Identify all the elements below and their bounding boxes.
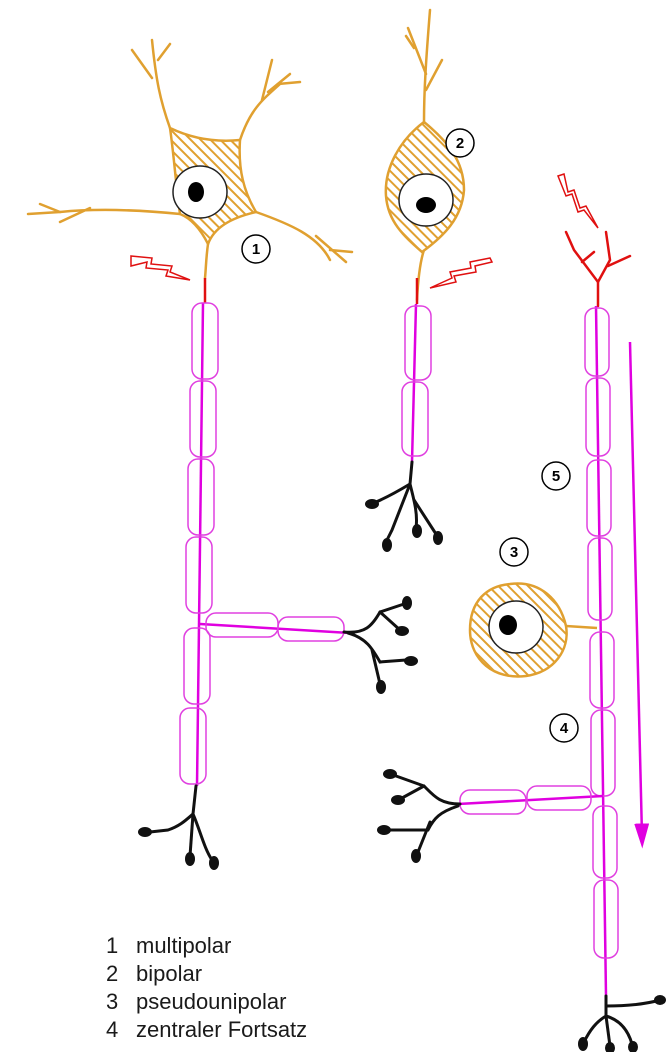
multipolar-axon (195, 302, 205, 787)
bipolar-stimulus-lightning-icon (429, 257, 494, 289)
pseudounipolar-central-boutons (377, 769, 421, 863)
legend: 1 multipolar 2 bipolar 3 pseudounipolar 4 ze… (106, 932, 307, 1044)
marker-1: 1 (241, 234, 271, 264)
multipolar-dendrites (26, 38, 354, 280)
multipolar-collateral-terminal (342, 602, 408, 686)
marker-5-label: 5 (552, 468, 560, 485)
downward-arrow-icon (628, 341, 650, 849)
bipolar-axon (410, 303, 418, 463)
pseudounipolar-nucleolus (499, 615, 517, 635)
bipolar-nucleolus (416, 197, 436, 213)
marker-3-label: 3 (510, 544, 518, 561)
marker-2-label: 2 (456, 135, 464, 152)
bipolar-dendrites (404, 8, 444, 302)
marker-1-label: 1 (252, 241, 260, 258)
multipolar-collateral-axon (199, 622, 351, 635)
marker-5: 5 (541, 461, 571, 491)
pseudounipolar-axon (594, 305, 608, 997)
multipolar-collateral-boutons (376, 596, 418, 694)
legend-number: 1 (106, 933, 119, 958)
legend-label: bipolar (136, 961, 203, 986)
marker-4: 4 (549, 713, 579, 743)
multipolar-stimulus-lightning-icon (130, 255, 191, 281)
legend-number: 3 (106, 989, 119, 1014)
legend-label: zentraler Fortsatz (136, 1017, 308, 1042)
bipolar-neuron: 2 (365, 8, 494, 552)
multipolar-nucleolus (188, 182, 204, 202)
bipolar-axon-terminal (374, 460, 438, 544)
pseudounipolar-neuron: 3 4 5 (377, 173, 666, 1052)
bipolar-myelin-sheath (401, 305, 432, 457)
legend-item: 1 multipolar (106, 932, 307, 960)
marker-3: 3 (499, 537, 529, 567)
legend-item: 3 pseudounipolar (106, 988, 307, 1016)
pseudounipolar-terminal-boutons (578, 995, 666, 1052)
pseudounipolar-stimulus-lightning-icon (557, 173, 599, 229)
pseudounipolar-axon-terminal (582, 994, 662, 1048)
legend-label: multipolar (136, 933, 232, 958)
marker-4-label: 4 (560, 720, 569, 737)
pseudounipolar-central-terminal (386, 774, 462, 854)
multipolar-collateral-myelin (205, 612, 345, 642)
multipolar-neuron: 1 (26, 38, 418, 870)
legend-item: 4 zentraler Fortsatz (106, 1016, 307, 1044)
pseudounipolar-central-myelin (459, 785, 592, 815)
legend-label: pseudounipolar (136, 989, 287, 1014)
multipolar-myelin-sheath (179, 302, 219, 785)
multipolar-axon-terminal (148, 784, 214, 862)
legend-number: 2 (106, 961, 119, 986)
marker-2: 2 (445, 128, 475, 158)
pseudounipolar-central-process (457, 794, 604, 806)
legend-number: 4 (106, 1017, 119, 1042)
pseudounipolar-stem (565, 624, 598, 630)
bipolar-terminal-boutons (365, 499, 443, 552)
pseudounipolar-receptive-ending (564, 230, 632, 308)
legend-item: 2 bipolar (106, 960, 307, 988)
multipolar-terminal-boutons (138, 827, 219, 870)
